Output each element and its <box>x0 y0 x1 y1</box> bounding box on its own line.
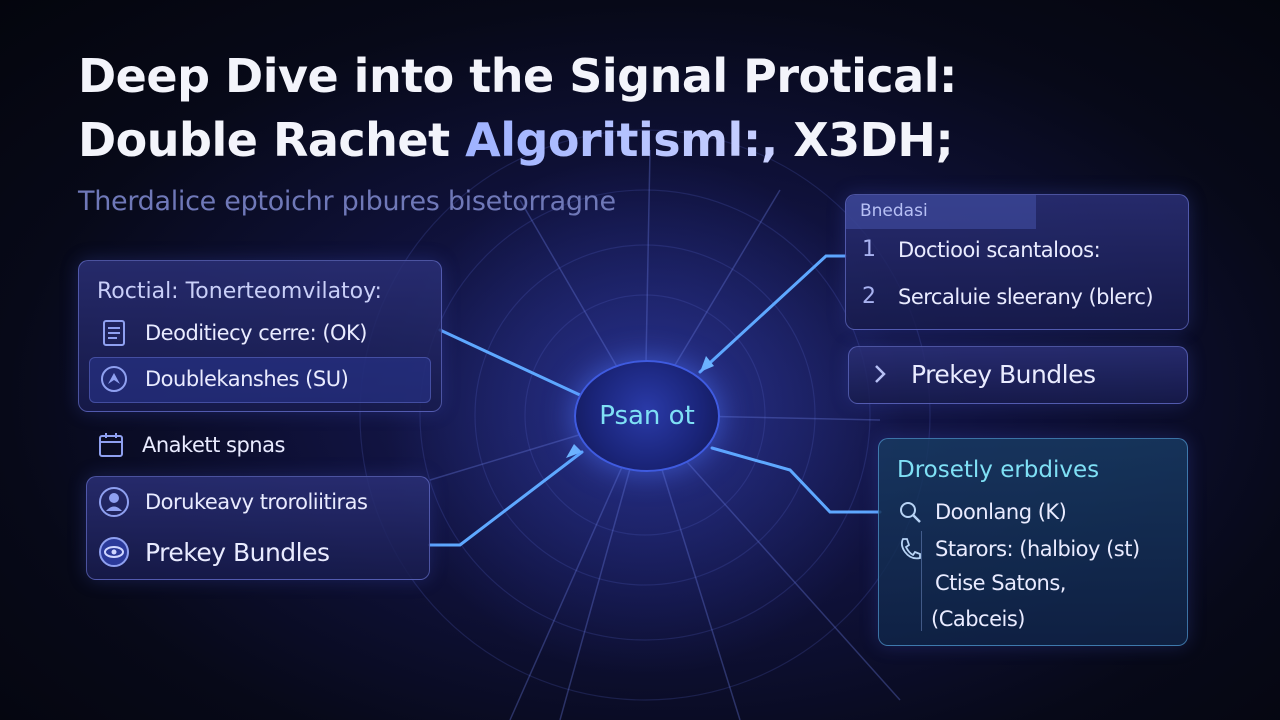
center-node-label: Psan ot <box>599 401 695 431</box>
user-icon <box>97 485 131 519</box>
left-panel-item[interactable]: Deoditiecy cerre: (OK) <box>97 316 368 350</box>
right-bottom-panel: Drosetly erbdives Doonlang (K) Starors: … <box>878 438 1188 646</box>
left-panel-item[interactable]: Doublekanshes (SU) <box>97 362 349 396</box>
title-line-2-end: X3DH; <box>777 113 954 167</box>
phone-icon <box>893 532 927 566</box>
right-bottom-item-label: Doonlang (K) <box>935 500 1067 524</box>
document-icon <box>97 316 131 350</box>
right-bottom-item[interactable]: Doonlang (K) <box>893 495 1067 529</box>
title-line-2: Double Rachet Algoritisml:, X3DH; <box>78 108 1228 172</box>
title-line-1: Deep Dive into the Signal Protical: <box>78 49 957 103</box>
calendar-icon <box>94 428 128 462</box>
subtitle: Therdalice eptoichr pıbures bisetorragne <box>78 186 616 217</box>
search-icon <box>893 495 927 529</box>
title-accent: Algoritisml:, <box>465 113 778 167</box>
left-bottom-panel: Dorukeavy troroliitiras Prekey Bundles <box>86 476 430 580</box>
right-top-item[interactable]: 2 Sercaluie sleerany (blerc) <box>862 284 1154 309</box>
right-top-item-label: Doctiooi scantaloos: <box>898 237 1101 262</box>
right-mid-panel[interactable]: Prekey Bundles <box>848 346 1188 404</box>
right-bottom-item[interactable]: Starors: (halbioy (st) <box>893 532 1140 566</box>
right-top-item[interactable]: 1 Doctiooi scantaloos: <box>862 237 1101 262</box>
left-panel-item-selected[interactable] <box>89 357 431 403</box>
right-bottom-item-label: (Cabceis) <box>931 607 1026 631</box>
left-panel-header: Roctial: Tonerteomvilatoy: <box>97 279 382 304</box>
divider <box>921 531 922 631</box>
right-mid-label: Prekey Bundles <box>911 359 1096 389</box>
center-node[interactable]: Psan ot <box>574 360 720 472</box>
left-bottom-item[interactable]: Dorukeavy troroliitiras <box>97 485 368 519</box>
eye-icon <box>97 535 131 569</box>
left-bottom-item-label: Prekey Bundles <box>145 537 330 567</box>
right-top-panel-header: Bnedasi <box>860 201 928 221</box>
right-bottom-item-label: Ctise Satons, <box>935 571 1066 595</box>
right-bottom-item-label: Starors: (halbioy (st) <box>935 537 1140 561</box>
right-mid-item[interactable]: Prekey Bundles <box>863 357 1096 391</box>
right-top-panel: Bnedasi 1 Doctiooi scantaloos: 2 Sercalu… <box>845 194 1189 330</box>
right-top-item-label: Sercaluie sleerany (blerc) <box>898 284 1154 309</box>
compass-icon <box>97 362 131 396</box>
right-top-panel-tab <box>846 195 1036 229</box>
left-bottom-item[interactable]: Prekey Bundles <box>97 535 330 569</box>
left-standalone-item[interactable]: Anakett spnas <box>94 428 285 462</box>
title-line-2-start: Double Rachet <box>78 113 466 167</box>
right-bottom-item[interactable]: Ctise Satons, <box>935 571 1066 595</box>
chevron-right-icon <box>863 357 897 391</box>
left-bottom-item-label: Dorukeavy troroliitiras <box>145 490 368 514</box>
left-standalone-label: Anakett spnas <box>142 433 285 457</box>
right-bottom-panel-header: Drosetly erbdives <box>897 457 1100 483</box>
page-title: Deep Dive into the Signal Protical: Doub… <box>78 44 1228 172</box>
item-number: 2 <box>862 284 876 309</box>
left-panel: Roctial: Tonerteomvilatoy: Deoditiecy ce… <box>78 260 442 412</box>
right-bottom-item[interactable]: (Cabceis) <box>931 607 1026 631</box>
left-panel-item-label: Doublekanshes (SU) <box>145 367 349 391</box>
left-panel-item-label: Deoditiecy cerre: (OK) <box>145 321 368 345</box>
item-number: 1 <box>862 237 876 262</box>
